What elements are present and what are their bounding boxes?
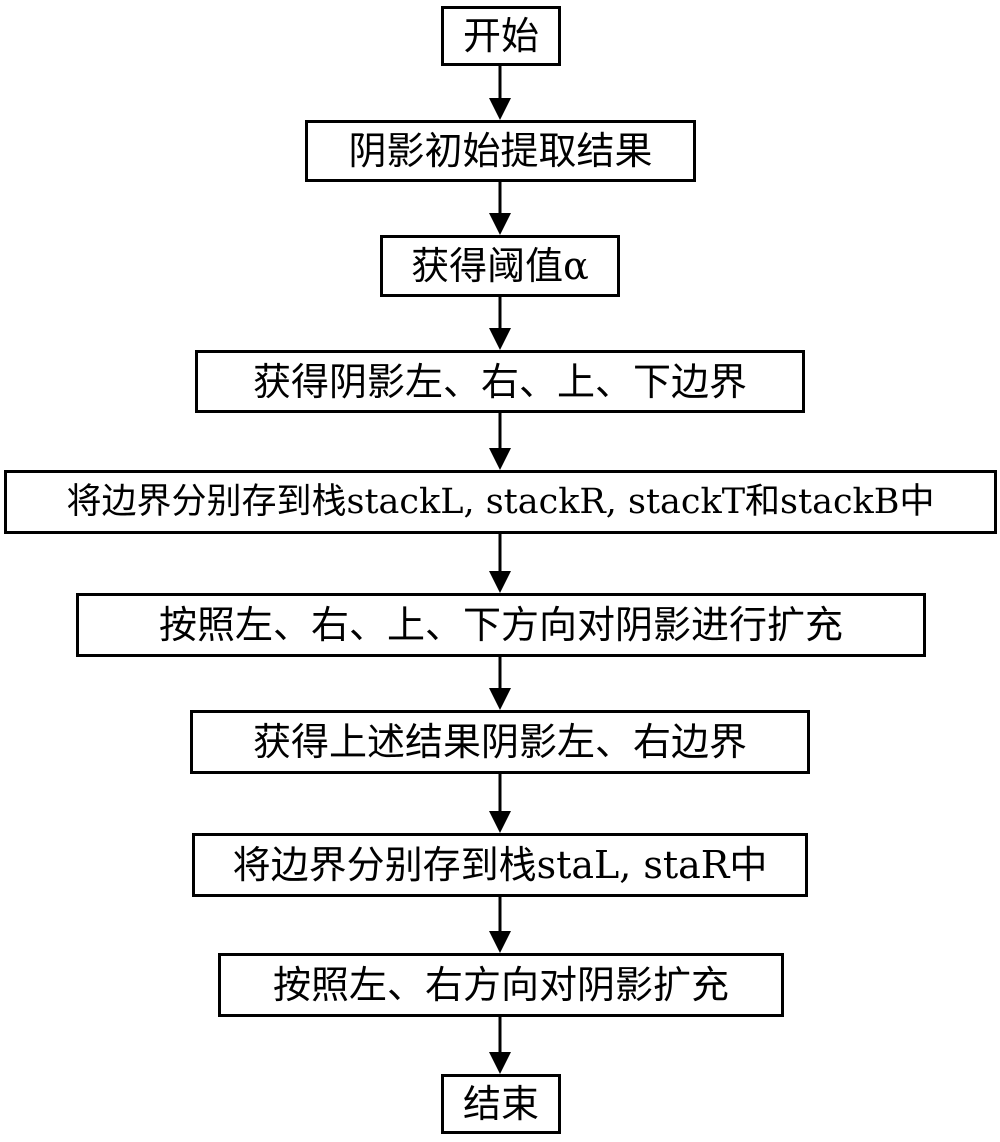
node-initial-extraction: 阴影初始提取结果 <box>305 120 696 182</box>
node-expand-four-directions: 按照左、右、上、下方向对阴影进行扩充 <box>76 593 926 657</box>
node-expand-lr-label: 按照左、右方向对阴影扩充 <box>272 963 729 1007</box>
node-get-lr-boundaries-label: 获得上述结果阴影左、右边界 <box>252 720 747 764</box>
node-end: 结束 <box>441 1074 561 1134</box>
node-expand-lr: 按照左、右方向对阴影扩充 <box>218 953 784 1017</box>
node-start: 开始 <box>441 6 561 66</box>
node-store-two-stacks-label: 将边界分别存到栈staL, staR中 <box>232 843 768 887</box>
arrow-get-lr-boundaries-to-store-two-stacks <box>489 774 511 833</box>
arrow-expand-lr-to-end <box>489 1017 511 1074</box>
node-get-threshold: 获得阈值α <box>380 235 620 297</box>
node-get-boundaries: 获得阴影左、右、上、下边界 <box>195 350 805 413</box>
node-start-label: 开始 <box>462 14 539 58</box>
node-get-boundaries-label: 获得阴影左、右、上、下边界 <box>252 359 747 404</box>
arrow-store-two-stacks-to-expand-lr <box>489 897 511 953</box>
node-store-four-stacks: 将边界分别存到栈stackL, stackR, stackT和stackB中 <box>4 470 997 534</box>
arrow-expand-four-directions-to-get-lr-boundaries <box>489 657 511 710</box>
arrow-get-threshold-to-get-boundaries <box>489 297 511 350</box>
node-expand-four-directions-label: 按照左、右、上、下方向对阴影进行扩充 <box>158 603 843 647</box>
arrow-start-to-initial-extraction <box>489 66 511 120</box>
node-end-label: 结束 <box>462 1082 539 1126</box>
arrow-store-four-stacks-to-expand-four-directions <box>489 534 511 593</box>
arrow-initial-extraction-to-get-threshold <box>489 182 511 235</box>
node-get-lr-boundaries: 获得上述结果阴影左、右边界 <box>190 710 810 774</box>
node-get-threshold-label: 获得阈值α <box>411 244 589 288</box>
node-store-two-stacks: 将边界分别存到栈staL, staR中 <box>192 833 808 897</box>
node-store-four-stacks-label: 将边界分别存到栈stackL, stackR, stackT和stackB中 <box>66 481 935 522</box>
arrow-get-boundaries-to-store-four-stacks <box>489 413 511 470</box>
node-initial-extraction-label: 阴影初始提取结果 <box>348 129 653 173</box>
